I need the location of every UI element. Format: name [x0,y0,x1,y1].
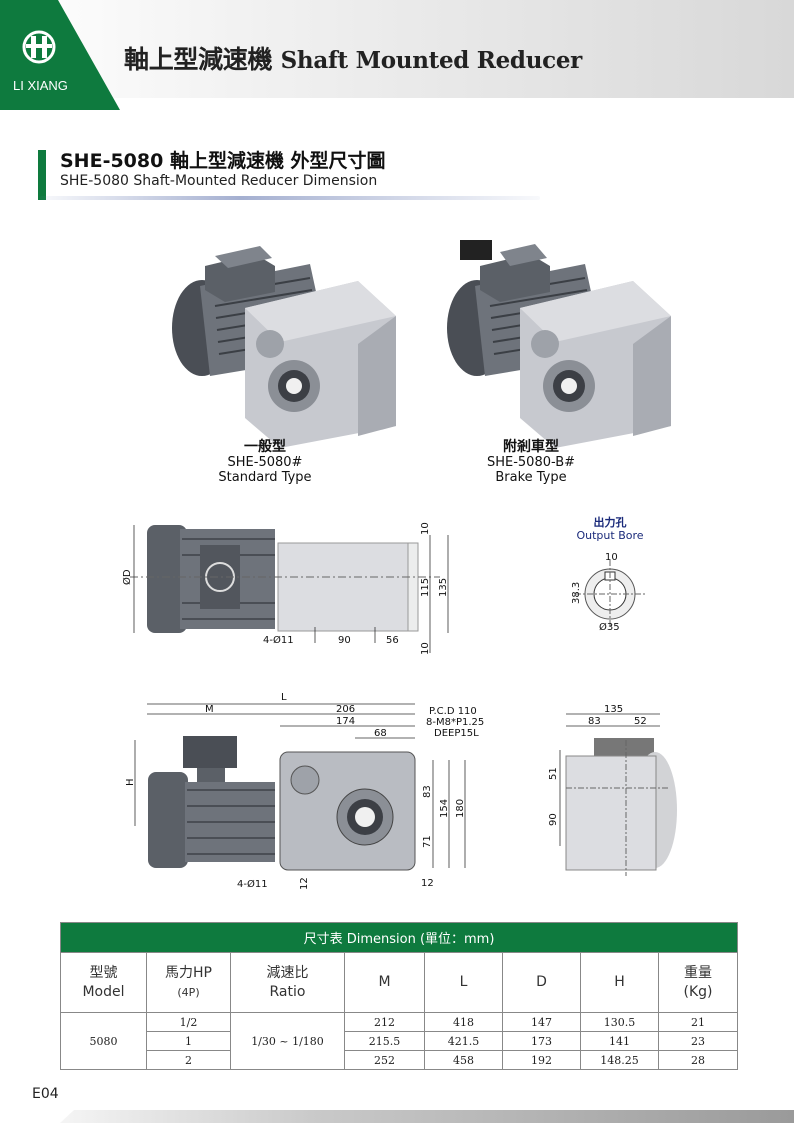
cell-hp: 2 [146,1050,231,1070]
cell-ratio: 1/30 ~ 1/180 [230,1012,345,1070]
bore-key: 10 [605,552,618,563]
col-h: H [580,952,659,1013]
caption-model: SHE-5080# [227,455,303,470]
dim-71: 71 [422,835,433,848]
caption-type: Standard Type [218,470,312,485]
dim-154: 154 [439,799,450,818]
cell-hp: 1/2 [146,1012,231,1032]
header-bar [0,0,794,98]
brake-type-caption: 附剎車型 SHE-5080-B# Brake Type [466,439,596,486]
caption-type: Brake Type [495,470,567,485]
front-view-drawing: L M 206 174 68 P.C.D 110 8-M8*P1.25 DEEP… [125,692,484,890]
lixiang-logo: LI XIANG [0,0,120,110]
col-hp: 馬力HP(4P) [146,952,231,1013]
table-row: 5080 1/2 1/30 ~ 1/180 212 418 147 130.5 … [60,1012,738,1070]
table-title: 尺寸表 Dimension (單位：mm) [60,922,738,953]
table-row: 1 215.5 421.5 173 141 23 [61,1031,738,1051]
cell-l: 418 [424,1012,503,1032]
dim-side-52: 52 [634,716,647,727]
cell-model: 5080 [60,1012,147,1070]
dim-od: ØD [121,569,133,585]
logo-text: LI XIANG [13,78,68,93]
dim-135: 135 [438,578,449,597]
bore-depth: 38.3 [571,582,582,604]
dim-90: 90 [338,635,351,646]
dim-12a: 12 [299,877,310,890]
caption-zh: 一般型 [244,439,286,455]
dim-pcd1: P.C.D 110 [429,706,477,717]
cell-l: 421.5 [424,1031,503,1051]
output-bore-en: Output Bore [576,529,644,542]
section-title-zh: SHE-5080 軸上型減速機 外型尺寸圖 [60,150,386,172]
col-l: L [424,952,503,1013]
dim-L: L [281,692,287,703]
dim-side-51: 51 [548,767,559,780]
dim-115: 115 [420,578,431,597]
cell-m: 215.5 [344,1031,425,1051]
section-accent-bar [38,150,46,200]
col-m: M [344,952,425,1013]
caption-model: SHE-5080-B# [486,455,576,470]
dim-M: M [205,704,214,715]
dim-180: 180 [455,799,466,818]
cell-d: 192 [502,1050,581,1070]
title-en: Shaft Mounted Reducer [280,47,583,74]
dim-pcd2: 8-M8*P1.25 [426,717,484,728]
cell-kg: 21 [658,1012,738,1032]
page-title: 軸上型減速機 Shaft Mounted Reducer [124,40,582,76]
page-number: E04 [32,1086,59,1102]
cell-m: 252 [344,1050,425,1070]
side-view-drawing: 135 83 52 51 90 [548,704,677,876]
cell-l: 458 [424,1050,503,1070]
col-d: D [502,952,581,1013]
dim-side-135: 135 [604,704,623,715]
section-title-en: SHE-5080 Shaft-Mounted Reducer Dimension [60,173,378,189]
title-zh: 軸上型減速機 [124,45,273,74]
cell-m: 212 [344,1012,425,1032]
cell-kg: 28 [658,1050,738,1070]
dim-56: 56 [386,635,399,646]
standard-type-caption: 一般型 SHE-5080# Standard Type [200,439,330,486]
dim-pcd3: DEEP15L [434,728,479,739]
brake-type-render [447,240,671,448]
cell-d: 173 [502,1031,581,1051]
dim-68: 68 [374,728,387,739]
cell-h: 148.25 [580,1050,659,1070]
dim-206: 206 [336,704,355,715]
cell-d: 147 [502,1012,581,1032]
dim-H: H [125,778,136,786]
col-weight: 重量(Kg) [658,952,738,1013]
table-row: 2 252 458 192 148.25 28 [61,1050,738,1070]
dim-12b: 12 [421,878,434,889]
output-bore-zh: 出力孔 [593,516,627,529]
cell-hp: 1 [146,1031,231,1051]
dim-10a: 10 [420,522,431,535]
dim-10b: 10 [420,642,431,655]
top-view-drawing: ØD 4-Ø11 90 56 10 115 135 10 [121,522,449,655]
dim-side-90: 90 [548,813,559,826]
dim-holes: 4-Ø11 [263,634,294,646]
footer-bar [60,1110,794,1123]
dim-side-83: 83 [588,716,601,727]
output-bore-caption: 出力孔 Output Bore [560,516,660,542]
cell-h: 130.5 [580,1012,659,1032]
bore-dia: Ø35 [599,621,620,633]
caption-zh: 附剎車型 [503,439,559,455]
dim-174: 174 [336,716,355,727]
dim-83: 83 [422,785,433,798]
cell-h: 141 [580,1031,659,1051]
dim-holes-front: 4-Ø11 [237,878,268,890]
standard-type-render [172,246,396,448]
output-bore-drawing: 10 38.3 Ø35 [571,552,645,633]
cell-kg: 23 [658,1031,738,1051]
section-underline [40,196,540,200]
